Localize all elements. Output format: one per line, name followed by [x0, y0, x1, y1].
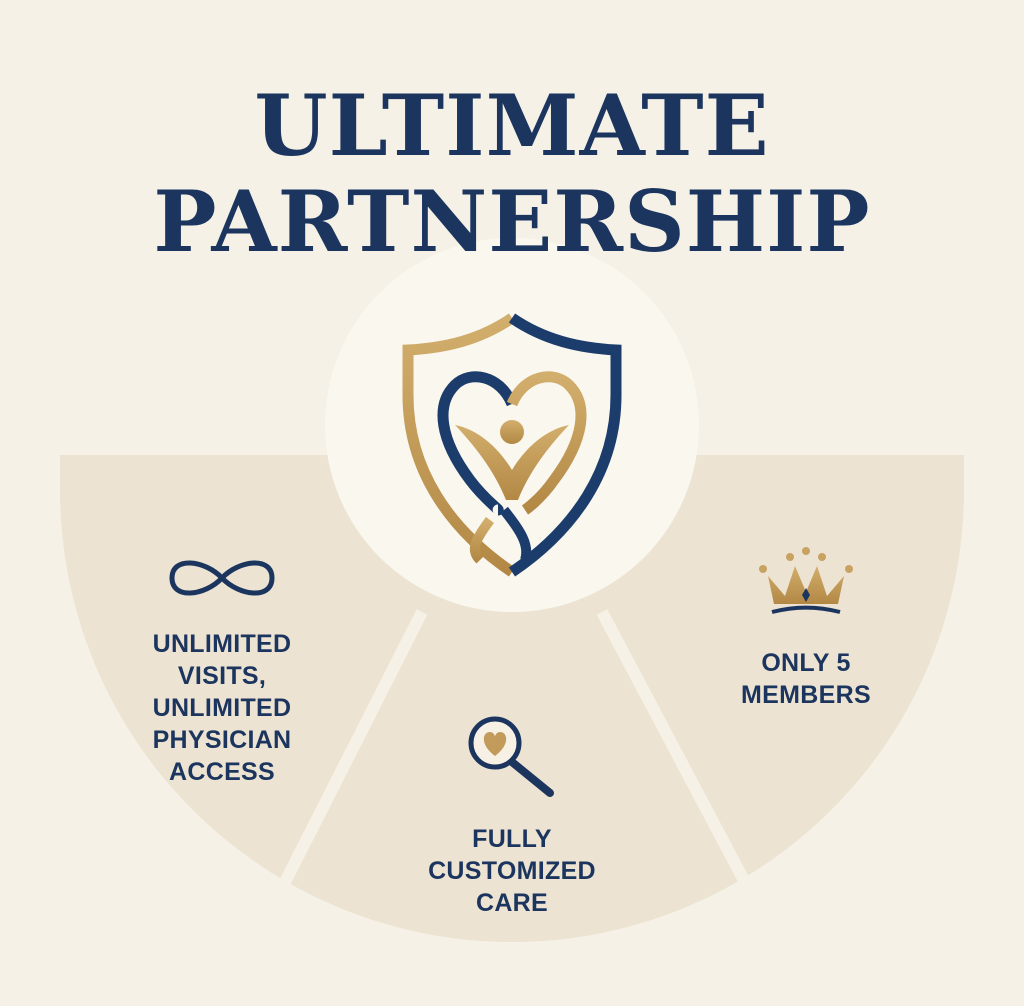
- shield-heart-person-icon: [402, 313, 622, 577]
- feature-text-line: PHYSICIAN: [152, 726, 292, 754]
- feature-text-line: MEMBERS: [741, 681, 871, 709]
- feature-text-line: CUSTOMIZED: [428, 857, 596, 885]
- title-line-1: ULTIMATE: [254, 76, 770, 175]
- feature-text-line: ACCESS: [169, 758, 275, 786]
- magnifier-heart-icon: [468, 716, 554, 797]
- feature-panels: [60, 455, 964, 942]
- crown-icon: [759, 547, 853, 614]
- infinity-icon: [169, 560, 275, 596]
- feature-text-line: CARE: [475, 889, 549, 917]
- feature-customized-care: FULLY CUSTOMIZED CARE: [402, 823, 622, 919]
- feature-text-line: VISITS,: [177, 662, 267, 690]
- feature-only-five-members: ONLY 5 MEMBERS: [706, 647, 906, 711]
- feature-text-line: FULLY: [472, 825, 552, 853]
- feature-text-line: UNLIMITED: [152, 630, 292, 658]
- feature-text-line: ONLY 5: [761, 649, 851, 677]
- title-line-2: PARTNERSHIP: [153, 172, 871, 271]
- feature-text-line: UNLIMITED: [152, 694, 292, 722]
- feature-unlimited-visits: UNLIMITED VISITS, UNLIMITED PHYSICIAN AC…: [122, 628, 322, 788]
